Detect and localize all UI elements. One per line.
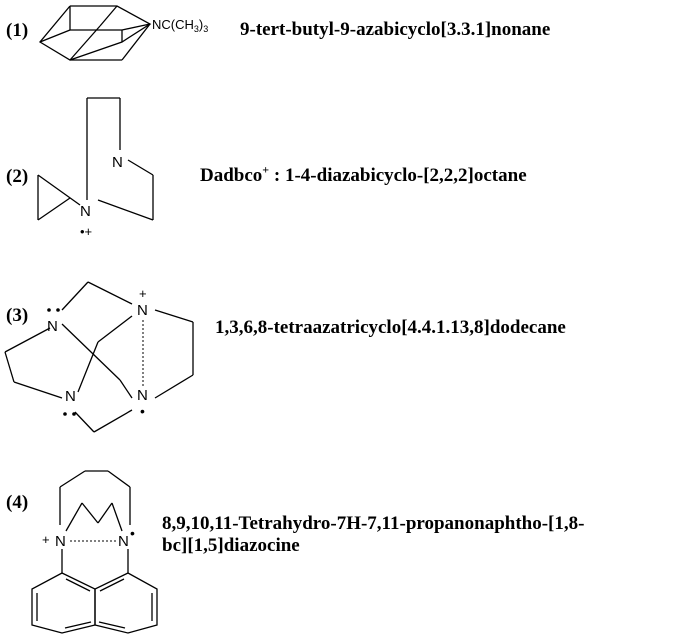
compound-number: (4)	[6, 492, 29, 513]
atom-n4: N	[137, 387, 148, 404]
atom-n2: N	[137, 302, 148, 319]
radical-cation: •+	[80, 224, 92, 239]
compound-name: 9-tert-butyl-9-azabicyclo[3.3.1]nonane	[240, 19, 551, 40]
structure-4: N N + •	[31, 470, 158, 634]
radical-dot: •	[140, 403, 145, 419]
compound-name: 1,3,6,8-tetraazatricyclo[4.4.1.13,8]dode…	[215, 317, 566, 338]
atom-n-bottom: N	[80, 203, 91, 220]
atom-n-top: N	[112, 154, 123, 171]
atom-n3: N	[65, 388, 76, 405]
atom-n-right: N	[118, 533, 129, 550]
structure-3: N N N N + •	[4, 281, 194, 433]
positive-charge: +	[139, 286, 147, 301]
structure-2: N N •+	[37, 97, 154, 239]
radical-dot: •	[130, 525, 135, 541]
structure-1: NC(CH3)3	[39, 5, 208, 61]
compound-name-line1: 8,9,10,11-Tetrahydro-7H-7,11-propanonaph…	[162, 513, 585, 534]
atom-label-nc: NC(CH3)3	[152, 17, 208, 34]
atom-n-left: N	[55, 533, 66, 550]
compound-number: (1)	[6, 20, 29, 41]
compound-name-line2: bc][1,5]diazocine	[162, 535, 300, 556]
compound-number: (2)	[6, 166, 29, 187]
compound-name: Dadbco+ : 1-4-diazabicyclo-[2,2,2]octane	[200, 162, 527, 186]
positive-charge: +	[42, 532, 50, 547]
compound-number: (3)	[6, 305, 29, 326]
atom-n1: N	[47, 318, 58, 335]
